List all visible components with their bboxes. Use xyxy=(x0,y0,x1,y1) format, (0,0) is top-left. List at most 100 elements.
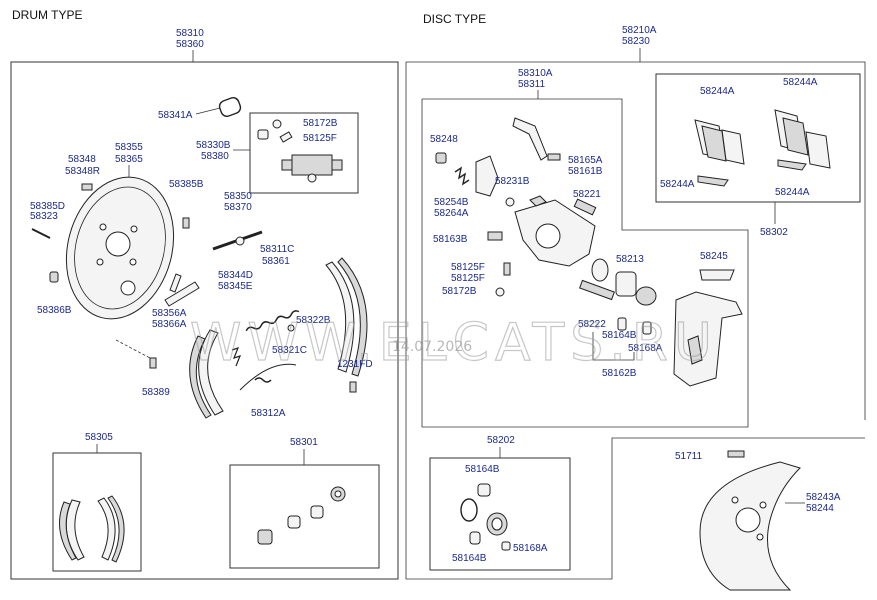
pad-clip[interactable] xyxy=(699,269,735,281)
label-58356A[interactable]: 58356A xyxy=(152,308,187,319)
brake-pads-left[interactable] xyxy=(694,119,745,187)
label-58350[interactable]: 58350 xyxy=(224,191,252,202)
label-58386B[interactable]: 58386B xyxy=(37,305,72,316)
bracket-58310A[interactable] xyxy=(512,117,548,161)
label-58345E[interactable]: 58345E xyxy=(218,281,253,292)
label-58355[interactable]: 58355 xyxy=(115,142,143,153)
guide-pin-58222[interactable] xyxy=(579,279,615,301)
label-58341A[interactable]: 58341A xyxy=(158,110,193,121)
label-58161B[interactable]: 58161B xyxy=(568,166,603,177)
label-58323[interactable]: 58323 xyxy=(30,211,58,222)
plug-58386B[interactable] xyxy=(49,271,59,283)
label-58244A-2[interactable]: 58244A xyxy=(783,77,818,88)
label-58366A[interactable]: 58366A xyxy=(152,319,187,330)
hold-down-pin[interactable] xyxy=(31,228,51,239)
disc-assembly-code-1[interactable]: 58210A xyxy=(622,25,657,36)
bleeder-screw[interactable] xyxy=(279,131,293,143)
label-58344D[interactable]: 58344D xyxy=(218,270,253,281)
brake-shoe-right[interactable] xyxy=(325,257,368,377)
shoe-kit-shoes[interactable] xyxy=(59,495,125,563)
label-51711[interactable]: 51711 xyxy=(675,451,703,462)
caliper-body[interactable] xyxy=(514,195,596,267)
label-58264A[interactable]: 58264A xyxy=(434,208,469,219)
bolt-1231FD[interactable] xyxy=(349,381,357,393)
label-58254B[interactable]: 58254B xyxy=(434,197,469,208)
label-58222[interactable]: 58222 xyxy=(578,319,606,330)
label-1231FD[interactable]: 1231FD xyxy=(337,359,373,370)
label-58370[interactable]: 58370 xyxy=(224,202,252,213)
bolt-58348[interactable] xyxy=(81,183,93,191)
dust-cover[interactable] xyxy=(699,461,801,591)
label-58164B-kit-2[interactable]: 58164B xyxy=(452,553,487,564)
label-58125F-disc-1[interactable]: 58125F xyxy=(451,262,485,273)
label-58162B[interactable]: 58162B xyxy=(602,368,637,379)
label-58361[interactable]: 58361 xyxy=(262,256,290,267)
label-58311[interactable]: 58311 xyxy=(518,79,546,90)
anti-rattle-clip[interactable] xyxy=(475,155,499,197)
spring-58254B[interactable] xyxy=(454,166,470,186)
guide-pin[interactable] xyxy=(573,198,597,216)
label-58348[interactable]: 58348 xyxy=(68,154,96,165)
seal-kit-parts[interactable] xyxy=(460,483,511,551)
boot-58164B[interactable] xyxy=(617,317,627,331)
bleeder-cap[interactable] xyxy=(272,119,282,129)
disc-assembly-code-2[interactable]: 58230 xyxy=(622,36,650,47)
label-58389[interactable]: 58389 xyxy=(142,387,170,398)
bolt-58165A[interactable] xyxy=(547,153,561,161)
part-58248[interactable] xyxy=(435,152,447,164)
adjuster-pin[interactable] xyxy=(182,217,190,229)
cylinder-cup[interactable] xyxy=(257,129,269,140)
label-58244A-4[interactable]: 58244A xyxy=(775,187,810,198)
label-58385D[interactable]: 58385D xyxy=(30,201,65,212)
washer[interactable] xyxy=(505,197,515,207)
label-58322B[interactable]: 58322B xyxy=(296,315,331,326)
label-58348R[interactable]: 58348R xyxy=(65,166,100,177)
label-58168A-disc[interactable]: 58168A xyxy=(628,343,663,354)
label-58302[interactable]: 58302 xyxy=(760,227,788,238)
bolt-58389[interactable] xyxy=(149,357,157,369)
label-58312A[interactable]: 58312A xyxy=(251,408,286,419)
piston[interactable] xyxy=(615,271,657,306)
label-58311C[interactable]: 58311C xyxy=(260,244,294,255)
backing-plate[interactable] xyxy=(51,165,189,331)
spring-58312A[interactable] xyxy=(254,377,272,383)
label-58248[interactable]: 58248 xyxy=(430,134,458,145)
label-58172B-drum[interactable]: 58172B xyxy=(303,118,338,129)
bleeder-58125F[interactable] xyxy=(503,262,511,276)
adjuster-strut[interactable] xyxy=(212,230,263,251)
parking-lever[interactable] xyxy=(164,273,200,307)
label-58221[interactable]: 58221 xyxy=(573,189,601,200)
label-58244A-1[interactable]: 58244A xyxy=(700,86,735,97)
label-58164B-disc[interactable]: 58164B xyxy=(602,330,637,341)
cap-58172B[interactable] xyxy=(495,287,505,297)
clip-58321C[interactable] xyxy=(287,324,295,332)
label-58202[interactable]: 58202 xyxy=(487,435,515,446)
label-58385B[interactable]: 58385B xyxy=(169,179,204,190)
label-58125F-drum[interactable]: 58125F xyxy=(303,133,337,144)
drum-assembly-code-1[interactable]: 58310 xyxy=(176,28,204,39)
label-58231B[interactable]: 58231B xyxy=(495,176,530,187)
brake-pads-right[interactable] xyxy=(774,109,831,171)
label-58213[interactable]: 58213 xyxy=(616,254,644,265)
caliper-bracket[interactable] xyxy=(673,291,743,387)
label-58380[interactable]: 58380 xyxy=(201,151,229,162)
label-58164B-kit-1[interactable]: 58164B xyxy=(465,464,500,475)
label-58321C[interactable]: 58321C xyxy=(272,345,307,356)
cylinder-port[interactable] xyxy=(307,173,317,183)
label-58244[interactable]: 58244 xyxy=(806,503,834,514)
label-58301[interactable]: 58301 xyxy=(290,437,318,448)
label-58172B-disc[interactable]: 58172B xyxy=(442,286,477,297)
hold-down-spring[interactable] xyxy=(231,347,242,367)
label-58244A-3[interactable]: 58244A xyxy=(660,179,695,190)
repair-kit-parts[interactable] xyxy=(257,486,346,545)
label-58310A[interactable]: 58310A xyxy=(518,68,553,79)
bolt-58163B[interactable] xyxy=(487,231,503,241)
return-spring[interactable] xyxy=(245,310,300,333)
piston-seal[interactable] xyxy=(591,258,609,282)
label-58330B[interactable]: 58330B xyxy=(196,140,231,151)
label-58305[interactable]: 58305 xyxy=(85,432,113,443)
parking-cable[interactable] xyxy=(239,363,297,391)
boot-58168A[interactable] xyxy=(642,321,652,335)
label-58165A[interactable]: 58165A xyxy=(568,155,603,166)
label-58365[interactable]: 58365 xyxy=(115,154,143,165)
